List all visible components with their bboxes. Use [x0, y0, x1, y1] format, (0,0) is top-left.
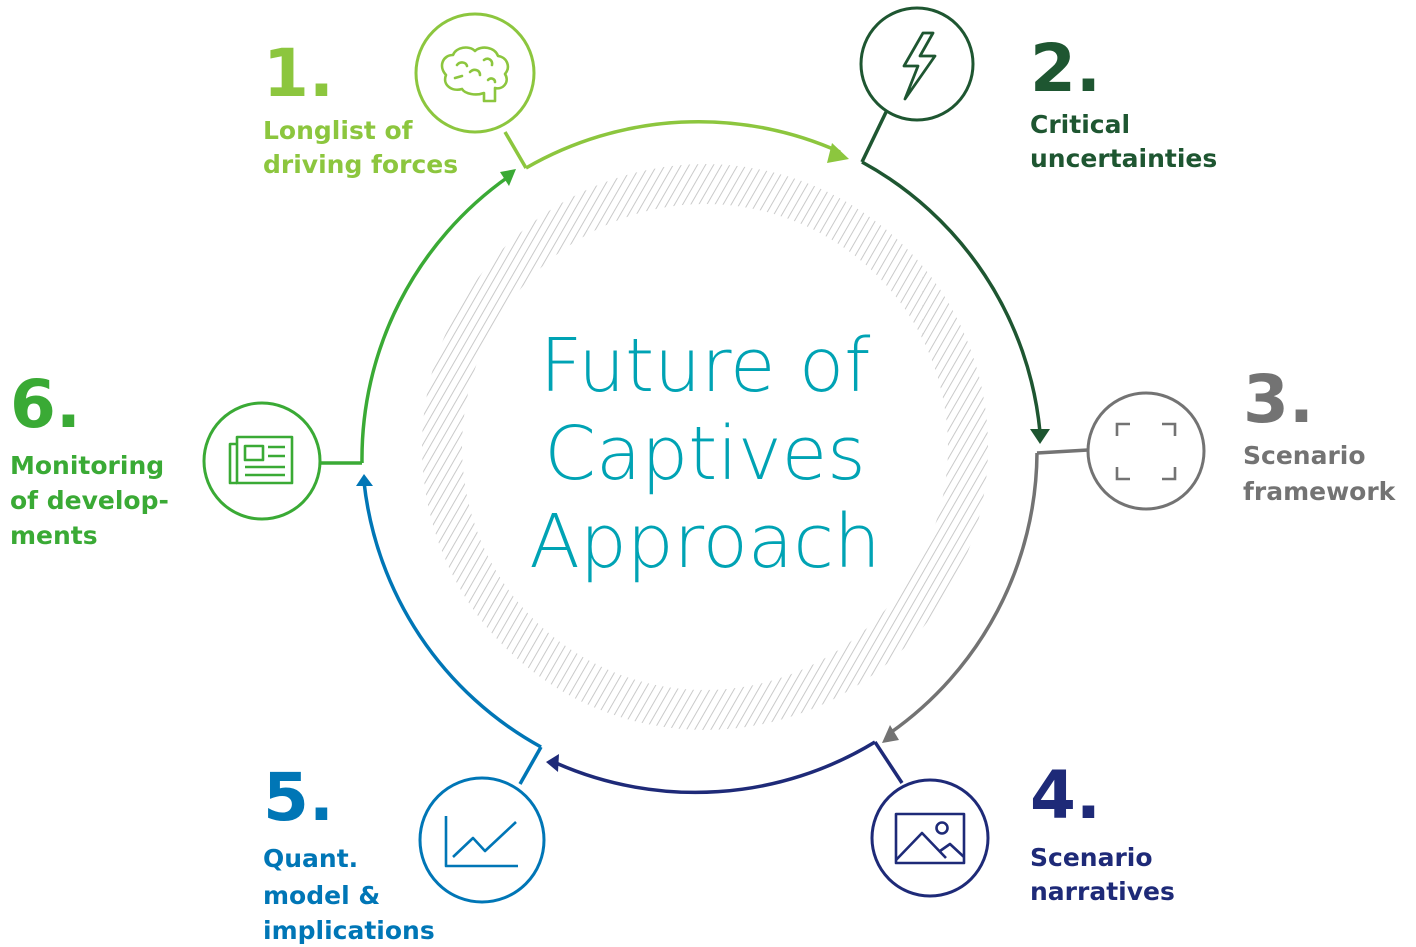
step-3-number: 3.: [1243, 361, 1314, 438]
step-2-label: 2. Critical uncertainties: [1030, 30, 1217, 173]
step-5-label-line-1: Quant.: [263, 844, 358, 873]
step-6-label-line-3: ments: [10, 521, 98, 550]
step-5-label-line-2: model &: [263, 881, 380, 910]
step-2-label-line-1: Critical: [1030, 110, 1130, 139]
step-4-label-line-1: Scenario: [1030, 843, 1153, 872]
arc-step-2-to-3: [860, 107, 1050, 444]
step-4-node: [870, 778, 990, 898]
step-4-label: 4. Scenario narratives: [1030, 757, 1175, 906]
landscape-image-icon: [894, 812, 966, 865]
center-title-line-2: Captives: [544, 411, 865, 497]
step-3-node: [1086, 391, 1206, 511]
step-1-node: [414, 12, 536, 134]
step-5-label-line-3: implications: [263, 916, 435, 945]
arc-step-5-to-6: [356, 474, 543, 785]
arc-step-1-to-2: [503, 119, 849, 170]
lightning-icon: [902, 31, 937, 101]
frame-corners-icon: [1115, 422, 1177, 481]
step-3-label-line-2: framework: [1243, 477, 1397, 506]
arc-step-3-to-4: [882, 448, 1089, 743]
step-1-label-line-1: Longlist of: [263, 116, 414, 145]
step-6-number: 6.: [10, 366, 81, 443]
step-3-label: 3. Scenario framework: [1243, 361, 1397, 506]
arc-step-6-to-1: [320, 169, 516, 465]
step-2-node: [859, 6, 975, 122]
step-6-node: [202, 401, 322, 521]
step-6-label-line-1: Monitoring: [10, 451, 164, 480]
step-2-number: 2.: [1030, 30, 1101, 107]
cycle-arcs: [320, 107, 1089, 795]
brain-icon: [440, 46, 510, 103]
step-6-label-line-2: of develop-: [10, 486, 169, 515]
step-5-node: [418, 776, 546, 904]
center-title: Future of Captives Approach: [529, 323, 881, 585]
newspaper-icon: [228, 435, 294, 485]
step-1-label: 1. Longlist of driving forces: [263, 35, 458, 179]
line-chart-icon: [444, 816, 518, 868]
center-title-line-3: Approach: [529, 499, 881, 585]
step-2-label-line-2: uncertainties: [1030, 144, 1217, 173]
step-4-label-line-2: narratives: [1030, 877, 1175, 906]
step-5-label: 5. Quant. model & implications: [263, 759, 435, 945]
step-3-label-line-1: Scenario: [1243, 441, 1366, 470]
step-1-number: 1.: [263, 35, 334, 112]
step-1-label-line-2: driving forces: [263, 150, 458, 179]
step-4-number: 4.: [1030, 757, 1101, 834]
step-5-number: 5.: [263, 759, 334, 836]
center-title-line-1: Future of: [540, 323, 871, 409]
arc-step-4-to-5: [546, 740, 904, 795]
step-6-label: 6. Monitoring of develop- ments: [10, 366, 169, 550]
